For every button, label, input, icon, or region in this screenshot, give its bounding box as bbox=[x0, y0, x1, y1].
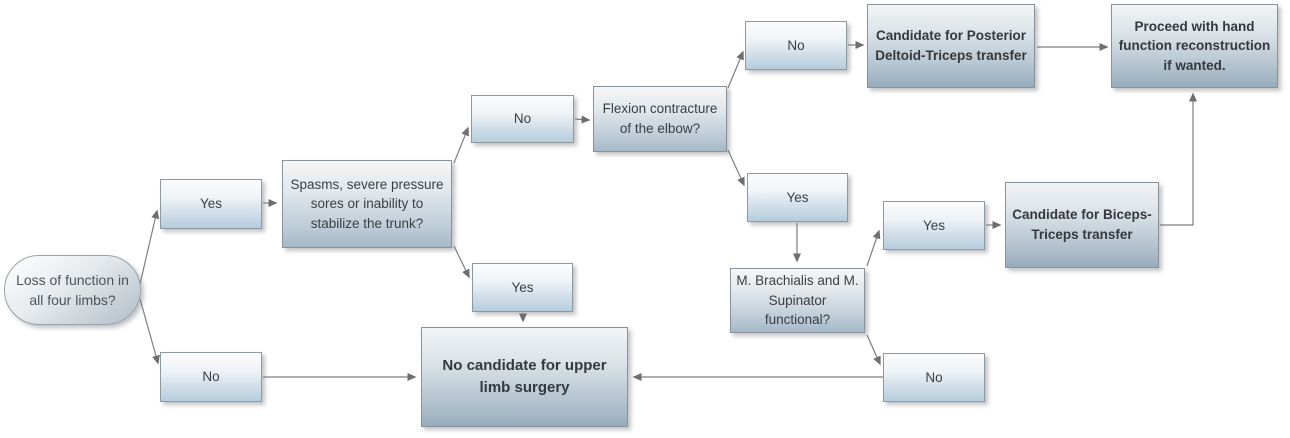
node-yes-to-spasms: Yes bbox=[160, 179, 262, 229]
node-yes-to-biceps: Yes bbox=[883, 201, 985, 250]
node-spasms-question: Spasms, severe pressure sores or inabili… bbox=[282, 160, 452, 248]
node-biceps-triceps-outcome: Candidate for Biceps-Triceps transfer bbox=[1005, 182, 1159, 268]
node-no-to-no-candidate-left: No bbox=[160, 352, 262, 402]
node-no-candidate-outcome: No candidate for upper limb surgery bbox=[421, 327, 628, 427]
node-proceed-hand-reconstruction-outcome: Proceed with hand function reconstructio… bbox=[1111, 4, 1278, 88]
node-yes-to-brachialis: Yes bbox=[747, 173, 848, 222]
node-posterior-deltoid-triceps-outcome: Candidate for Posterior Deltoid-Triceps … bbox=[867, 4, 1035, 88]
node-no-to-no-candidate-right: No bbox=[883, 353, 985, 402]
node-no-to-flexion: No bbox=[471, 95, 574, 143]
node-start-question: Loss of function in all four limbs? bbox=[4, 255, 141, 325]
node-brachialis-supinator-question: M. Brachialis and M. Supinator functiona… bbox=[730, 268, 865, 333]
node-yes-to-no-candidate: Yes bbox=[472, 263, 573, 312]
node-no-to-posterior: No bbox=[745, 21, 847, 70]
node-flexion-question: Flexion contracture of the elbow? bbox=[593, 86, 727, 152]
